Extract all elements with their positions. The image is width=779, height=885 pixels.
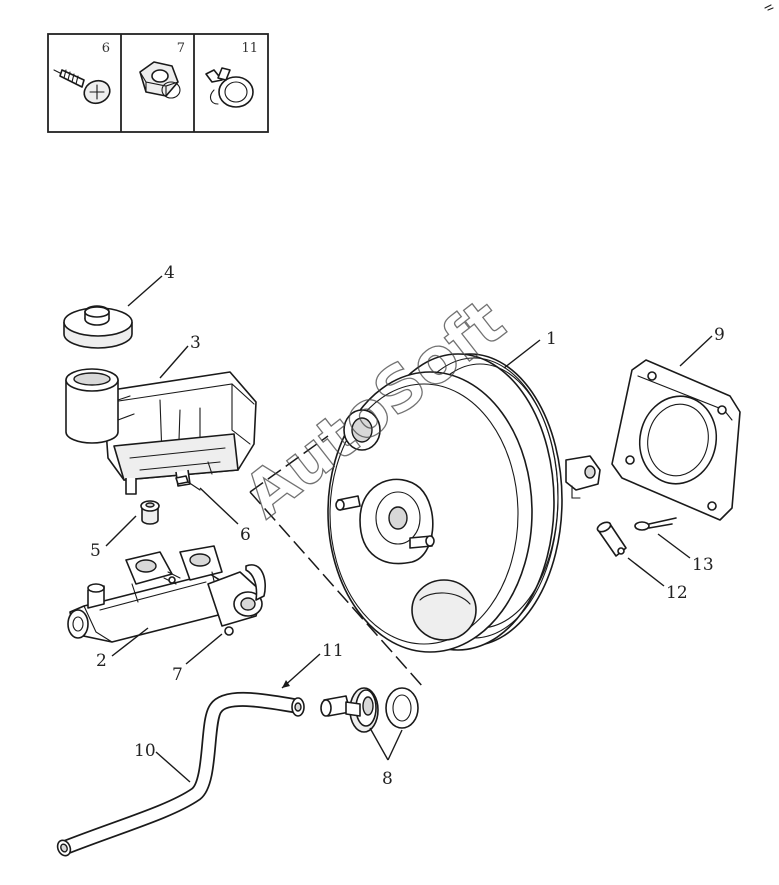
split-pin bbox=[634, 517, 677, 531]
assembly-guide-line bbox=[249, 435, 425, 689]
callout-numbers: 1 2 3 4 5 6 7 8 9 10 11 12 13 bbox=[90, 263, 725, 789]
leader-arrowhead bbox=[282, 680, 290, 688]
legend-number-screw: 6 bbox=[102, 41, 110, 56]
callout-3: 3 bbox=[190, 333, 201, 353]
callout-7: 7 bbox=[172, 665, 183, 685]
callout-2: 2 bbox=[96, 651, 107, 671]
vacuum-brake-booster bbox=[327, 353, 601, 653]
callout-5: 5 bbox=[90, 541, 101, 561]
callout-1: 1 bbox=[546, 329, 557, 349]
callout-10: 10 bbox=[134, 741, 156, 761]
nut-icon bbox=[139, 61, 181, 99]
callout-11: 11 bbox=[322, 641, 344, 661]
reservoir-screw bbox=[175, 475, 201, 491]
callout-12: 12 bbox=[666, 583, 688, 603]
leader-lines bbox=[105, 275, 713, 783]
reservoir-cap bbox=[63, 305, 133, 349]
brake-master-cylinder bbox=[67, 545, 266, 643]
vacuum-hose bbox=[56, 692, 305, 857]
legend-number-clamp: 11 bbox=[241, 41, 258, 56]
callout-9: 9 bbox=[714, 325, 725, 345]
fastener-legend: 6 7 11 bbox=[47, 33, 269, 133]
clevis-pin bbox=[596, 521, 627, 557]
brake-fluid-reservoir bbox=[65, 368, 257, 495]
master-cylinder-nut bbox=[224, 626, 234, 636]
callout-4: 4 bbox=[164, 263, 175, 283]
check-valve bbox=[320, 687, 379, 733]
hose-clamp-icon bbox=[205, 67, 254, 108]
legend-number-nut: 7 bbox=[177, 41, 185, 56]
check-valve-grommet bbox=[385, 687, 419, 729]
reservoir-grommet bbox=[140, 500, 160, 525]
booster-gasket bbox=[611, 359, 741, 521]
callout-6: 6 bbox=[240, 525, 251, 545]
corner-mark bbox=[764, 4, 774, 11]
callout-13: 13 bbox=[692, 555, 714, 575]
screw-icon bbox=[53, 69, 111, 105]
callout-8: 8 bbox=[382, 769, 393, 789]
